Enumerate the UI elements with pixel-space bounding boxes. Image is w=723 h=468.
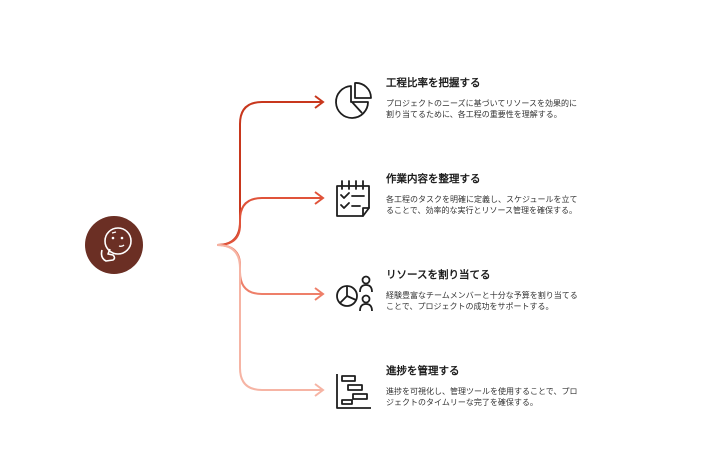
item-3-title: リソースを割り当てる: [386, 269, 491, 281]
item-2-title: 作業内容を整理する: [386, 173, 481, 185]
connector-4: [216, 244, 322, 391]
connector-4-arrow: [314, 383, 325, 397]
gantt-chart-icon: [336, 374, 371, 409]
item-3: リソースを割り当てる 経験豊富なチームメンバーと十分な予算を割り当てることで、プ…: [386, 268, 581, 312]
item-1-title: 工程比率を把握する: [386, 77, 481, 89]
item-4-title: 進捗を管理する: [386, 365, 460, 377]
item-2: 作業内容を整理する 各工程のタスクを明確に定義し、スケジュールを立てることで、効…: [386, 172, 581, 216]
thinking-face-icon: [85, 216, 143, 274]
connector-2-arrow: [314, 191, 325, 205]
pie-chart-icon: [335, 82, 372, 119]
connector-1: [216, 101, 322, 246]
connector-3-arrow: [314, 287, 325, 301]
connector-1-arrow: [314, 95, 325, 109]
item-4: 進捗を管理する 進捗を可視化し、管理ツールを使用することで、プロジェクトのタイム…: [386, 364, 581, 408]
item-1: 工程比率を把握する プロジェクトのニーズに基づいてリソースを効果的に割り当てるた…: [386, 76, 581, 120]
item-4-description: 進捗を可視化し、管理ツールを使用することで、プロジェクトのタイムリーな完了を確保…: [386, 387, 578, 407]
connector-2: [216, 197, 322, 246]
item-3-description: 経験豊富なチームメンバーと十分な予算を割り当てることで、プロジェクトの成功をサポ…: [386, 291, 578, 311]
checklist-calendar-icon: [336, 180, 370, 217]
people-chart-icon: [336, 275, 373, 312]
item-2-description: 各工程のタスクを明確に定義し、スケジュールを立てることで、効率的な実行とリソース…: [386, 195, 578, 215]
connector-3: [216, 244, 322, 295]
item-1-description: プロジェクトのニーズに基づいてリソースを効果的に割り当てるために、各工程の重要性…: [386, 99, 577, 119]
